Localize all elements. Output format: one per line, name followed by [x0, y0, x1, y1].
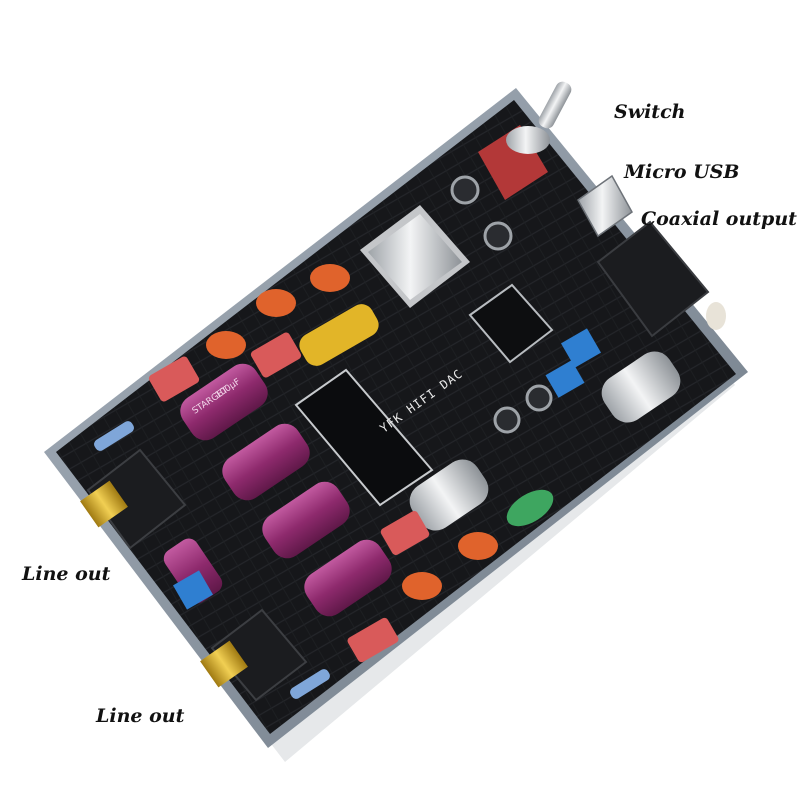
switch-label: Switch — [614, 101, 686, 123]
ceramic-capacitors — [206, 264, 498, 600]
film-capacitors — [148, 332, 430, 663]
blue-trimmers — [173, 328, 601, 610]
dac-ic — [468, 283, 554, 364]
purple-capacitors — [163, 363, 392, 617]
line-out-jack-bottom — [200, 608, 308, 702]
coaxial-jack — [596, 220, 726, 338]
line-out-label-left: Line out — [22, 563, 111, 585]
micro-usb-port — [577, 174, 633, 238]
micro-usb-label: Micro USB — [624, 161, 740, 183]
green-inductor — [506, 489, 554, 527]
long-ic — [294, 368, 434, 507]
toggle-switch — [478, 81, 572, 200]
electrolytic-capacitors — [409, 175, 681, 531]
line-out-label-bottom: Line out — [96, 705, 185, 727]
yellow-capacitor — [299, 304, 379, 366]
pcb-board — [56, 100, 736, 734]
crystal-oscillator — [360, 205, 470, 308]
resistors — [94, 421, 330, 699]
coaxial-output-label: Coaxial output — [641, 208, 797, 230]
line-out-jack-left — [80, 448, 187, 550]
